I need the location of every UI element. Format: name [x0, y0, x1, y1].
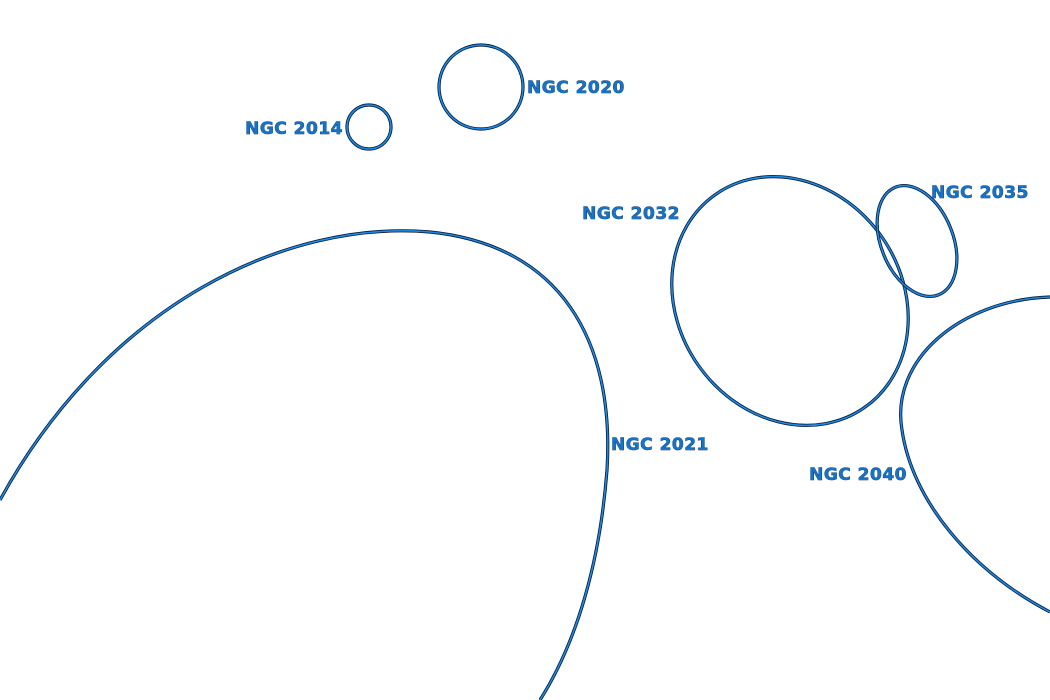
nebula-ngc-2021[interactable]	[0, 229, 610, 700]
nebula-ngc-2020[interactable]	[437, 43, 525, 131]
label-ngc-2040: NGC 2040	[809, 465, 907, 485]
nebula-ngc-2032[interactable]	[624, 130, 957, 471]
nebula-ngc-2040[interactable]	[899, 295, 1050, 614]
label-ngc-2021: NGC 2021	[611, 435, 709, 455]
label-ngc-2032: NGC 2032	[582, 204, 680, 224]
label-ngc-2014: NGC 2014	[245, 119, 343, 139]
label-ngc-2020: NGC 2020	[527, 78, 625, 98]
nebula-ngc-2035[interactable]	[862, 174, 972, 309]
nebula-ngc-2014[interactable]	[345, 103, 393, 151]
label-ngc-2035: NGC 2035	[931, 183, 1029, 203]
